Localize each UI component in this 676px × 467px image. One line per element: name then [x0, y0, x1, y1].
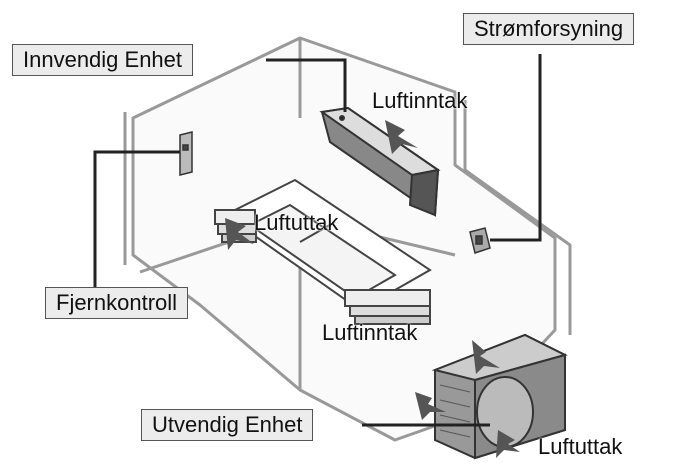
airflow-arrows	[225, 120, 520, 458]
outdoor-air-inlet-label: Luftinntak	[322, 320, 418, 345]
remote-control-label: Fjernkontroll	[45, 287, 189, 319]
indoor-air-outlet-label: Luftuttak	[254, 210, 339, 235]
leader-lines	[93, 54, 542, 427]
remote-control-icon	[179, 131, 193, 176]
outdoor-air-outlet-label: Luftuttak	[538, 434, 623, 459]
power-supply-label: Strømforsyning	[463, 13, 635, 45]
outdoor-unit-label: Utvendig Enhet	[141, 409, 314, 441]
indoor-air-inlet-label: Luftinntak	[372, 88, 468, 113]
outdoor-unit-icon	[431, 333, 568, 460]
sofa-icon	[214, 178, 432, 325]
power-outlet-icon	[469, 227, 491, 254]
indoor-unit-label: Innvendig Enhet	[12, 44, 194, 76]
